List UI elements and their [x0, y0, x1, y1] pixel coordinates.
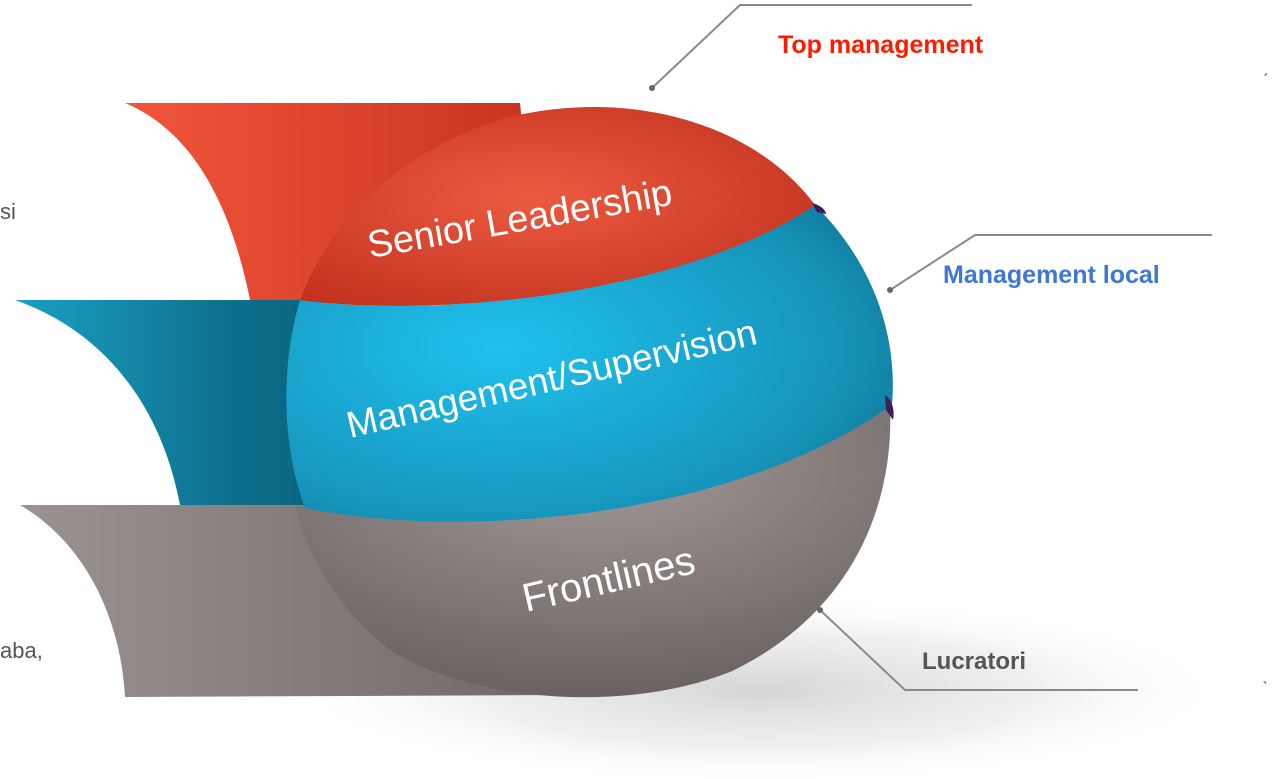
- sphere-band-senior: [300, 107, 815, 306]
- callout-dot-bottom: [817, 607, 823, 613]
- callout-dot-middle: [887, 287, 893, 293]
- callout-line-middle: [889, 234, 1212, 291]
- sphere-band-management: [286, 205, 893, 522]
- callout-line-bottom: [819, 609, 1138, 691]
- callout-top-management: Top management: [778, 31, 984, 59]
- edge-fragment-top: si: [0, 199, 16, 224]
- callout-dot-top: [649, 85, 655, 91]
- callout-lucratori: Lucratori: [922, 648, 1027, 675]
- band-edge-top: [812, 203, 826, 214]
- ribbon-blue: [15, 300, 380, 505]
- callout-management-local: Management local: [943, 261, 1160, 289]
- callout-line-top: [651, 4, 972, 89]
- edge-fragment-bottom: aba,: [0, 638, 43, 663]
- band-edge-mid: [885, 395, 894, 420]
- edge-mark-bottom: ˎ: [1262, 663, 1269, 685]
- edge-mark-top: ˏ: [1262, 55, 1269, 77]
